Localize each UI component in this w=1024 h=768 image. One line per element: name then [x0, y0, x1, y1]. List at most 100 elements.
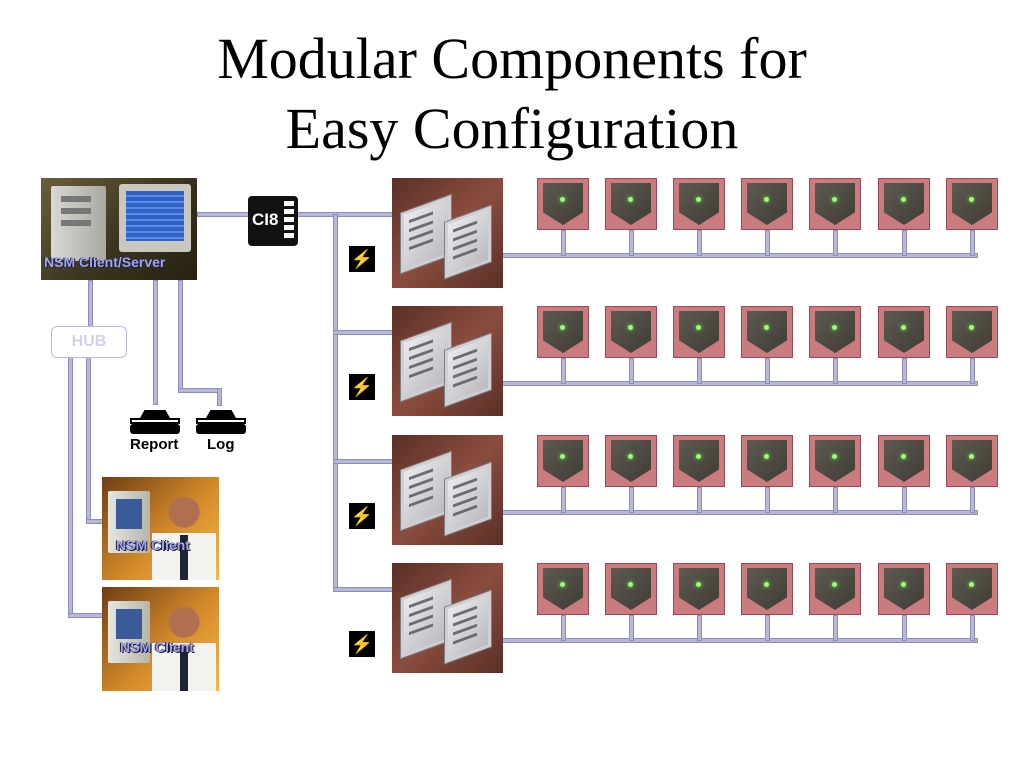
card-reader-icon[interactable] — [537, 306, 589, 358]
card-reader-icon[interactable] — [605, 435, 657, 487]
reader-face — [611, 183, 651, 225]
card-reader-icon[interactable] — [878, 563, 930, 615]
card-reader-icon[interactable] — [946, 178, 998, 230]
reader-led-icon — [560, 325, 565, 330]
card-reader-icon[interactable] — [537, 563, 589, 615]
card-reader-icon[interactable] — [537, 178, 589, 230]
card-reader-icon[interactable] — [673, 178, 725, 230]
reader-face — [679, 311, 719, 353]
card-reader-icon[interactable] — [673, 306, 725, 358]
wire-hub-to-client-1-h — [86, 519, 103, 524]
wire-reader-drop — [629, 615, 634, 641]
card-reader-icon[interactable] — [537, 435, 589, 487]
client-monitor-icon — [108, 601, 150, 663]
card-reader-icon[interactable] — [809, 563, 861, 615]
ci8-interface-box[interactable]: CI8 — [248, 196, 298, 246]
reader-led-icon — [832, 197, 837, 202]
card-reader-icon[interactable] — [741, 306, 793, 358]
card-reader-icon[interactable] — [741, 435, 793, 487]
reader-face — [747, 440, 787, 482]
reader-face — [747, 568, 787, 610]
reader-led-icon — [696, 454, 701, 459]
wire-reader-drop — [697, 615, 702, 641]
wire-reader-drop — [833, 230, 838, 256]
reader-led-icon — [764, 197, 769, 202]
card-reader-icon[interactable] — [741, 178, 793, 230]
card-reader-icon[interactable] — [673, 563, 725, 615]
reader-face — [747, 183, 787, 225]
reader-led-icon — [969, 454, 974, 459]
power-icon: ⚡ — [349, 374, 375, 400]
card-reader-icon[interactable] — [946, 435, 998, 487]
card-reader-icon[interactable] — [673, 435, 725, 487]
reader-led-icon — [969, 582, 974, 587]
power-icon: ⚡ — [349, 503, 375, 529]
nsm-client-2[interactable]: NSM Client — [102, 587, 219, 691]
reader-led-icon — [764, 582, 769, 587]
ci8-label: CI8 — [252, 210, 279, 229]
wire-reader-drop — [833, 615, 838, 641]
reader-face — [679, 568, 719, 610]
reader-led-icon — [901, 582, 906, 587]
nsm-client-1[interactable]: NSM Client — [102, 477, 219, 580]
nsm-client-server[interactable]: NSM Client/Server — [41, 178, 197, 280]
card-reader-icon[interactable] — [878, 435, 930, 487]
reader-face — [952, 440, 992, 482]
access-controller[interactable] — [392, 306, 503, 416]
card-reader-icon[interactable] — [946, 306, 998, 358]
log-printer-icon[interactable] — [196, 410, 248, 434]
card-reader-icon[interactable] — [605, 178, 657, 230]
reader-face — [815, 568, 855, 610]
wire-reader-drop — [561, 230, 566, 256]
hub[interactable]: HUB — [51, 326, 127, 358]
card-reader-icon[interactable] — [809, 178, 861, 230]
wire-reader-drop — [902, 230, 907, 256]
wire-bus-to-controller-3 — [333, 459, 393, 464]
reader-led-icon — [969, 325, 974, 330]
card-reader-icon[interactable] — [878, 306, 930, 358]
wire-server-to-log-v — [178, 280, 183, 392]
access-controller[interactable] — [392, 178, 503, 288]
card-reader-icon[interactable] — [605, 563, 657, 615]
access-controller[interactable] — [392, 563, 503, 673]
access-controller[interactable] — [392, 435, 503, 545]
wire-bus-to-controller-2 — [333, 330, 393, 335]
reader-led-icon — [560, 197, 565, 202]
reader-led-icon — [901, 325, 906, 330]
wire-reader-drop — [697, 487, 702, 513]
reader-led-icon — [901, 197, 906, 202]
reader-face — [543, 440, 583, 482]
operator-icon — [152, 607, 216, 691]
reader-led-icon — [832, 325, 837, 330]
wire-hub-to-client-1-v — [86, 357, 91, 523]
report-label: Report — [130, 436, 179, 453]
reader-led-icon — [628, 197, 633, 202]
client-2-label: NSM Client — [120, 639, 194, 655]
wire-reader-drop — [561, 615, 566, 641]
reader-face — [884, 440, 924, 482]
card-reader-icon[interactable] — [809, 306, 861, 358]
reader-face — [815, 183, 855, 225]
wire-reader-drop — [970, 230, 975, 256]
wire-server-to-ci8 — [197, 212, 249, 217]
card-reader-icon[interactable] — [946, 563, 998, 615]
report-printer-icon[interactable] — [130, 410, 182, 434]
reader-led-icon — [969, 197, 974, 202]
reader-led-icon — [832, 454, 837, 459]
reader-led-icon — [696, 325, 701, 330]
reader-face — [884, 568, 924, 610]
card-reader-icon[interactable] — [741, 563, 793, 615]
wire-reader-drop — [561, 487, 566, 513]
wire-reader-drop — [970, 615, 975, 641]
reader-led-icon — [696, 197, 701, 202]
card-reader-icon[interactable] — [878, 178, 930, 230]
wire-reader-drop — [697, 358, 702, 384]
title-line-1: Modular Components for — [217, 26, 807, 91]
card-reader-icon[interactable] — [809, 435, 861, 487]
wire-reader-drop — [833, 487, 838, 513]
reader-face — [884, 311, 924, 353]
wire-server-to-hub — [88, 280, 93, 327]
card-reader-icon[interactable] — [605, 306, 657, 358]
wire-server-to-log-h — [178, 388, 220, 393]
reader-led-icon — [764, 454, 769, 459]
